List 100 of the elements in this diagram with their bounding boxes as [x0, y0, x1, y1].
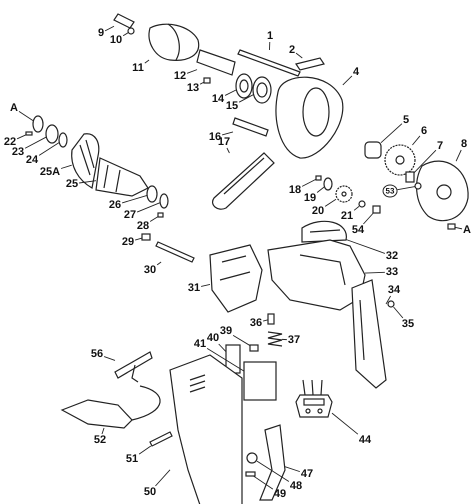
leader-line [136, 202, 160, 213]
callout-number: 24 [24, 154, 40, 166]
leader-line [414, 150, 436, 174]
cord-lead [259, 424, 286, 501]
bearing [252, 76, 272, 104]
callout-number: 19 [302, 192, 318, 204]
terminal [447, 223, 456, 230]
leader-line [138, 446, 152, 455]
leader-line [18, 110, 34, 122]
callout-number: 1 [266, 30, 274, 42]
bushing [372, 205, 381, 214]
callout-number: 15 [224, 100, 240, 112]
washer [127, 27, 135, 35]
leader-line [226, 148, 230, 154]
callout-number: 47 [300, 468, 314, 480]
long-screw [155, 241, 195, 263]
callout-number: 34 [386, 284, 402, 296]
leader-line [262, 319, 268, 322]
leader-line [364, 272, 386, 274]
callout-number: 44 [358, 434, 372, 446]
callout-number: A [9, 102, 19, 114]
bolt [113, 13, 135, 29]
gear [335, 185, 353, 203]
leader-line [380, 123, 402, 144]
callout-number: 29 [120, 236, 136, 248]
leader-line [456, 150, 462, 162]
leader-line [78, 180, 96, 184]
screw [141, 233, 151, 241]
leader-line [253, 476, 274, 490]
leader-line [150, 216, 158, 222]
leader-line [122, 32, 128, 36]
callout-number: 16 [208, 131, 222, 143]
end-cover [416, 160, 469, 222]
leader-line [332, 412, 358, 435]
callout-number: 31 [186, 282, 202, 294]
leader-line [218, 344, 226, 352]
callout-number: 56 [90, 348, 104, 360]
bearing [323, 177, 333, 191]
spring [267, 331, 283, 347]
callout-number: 28 [136, 220, 150, 232]
housing-cap [301, 220, 347, 243]
leader-line [346, 239, 386, 254]
brush [267, 313, 275, 325]
switch-assembly [295, 379, 333, 418]
callout-number: 39 [218, 325, 234, 337]
callout-number: 27 [122, 209, 138, 221]
callout-number: 2 [288, 44, 296, 56]
callout-number: 5 [402, 114, 410, 126]
callout-number: 26 [108, 199, 122, 211]
screw [232, 117, 269, 137]
key [203, 77, 211, 84]
spindle [196, 49, 236, 76]
leader-line [316, 186, 324, 193]
leader-line [222, 131, 234, 136]
callout-number: 25 [64, 178, 80, 190]
chuck [148, 24, 200, 61]
callout-number: 51 [124, 453, 140, 465]
leader-line [238, 94, 254, 103]
leader-line [342, 76, 352, 86]
leader-line [200, 284, 210, 287]
callout-number: 52 [92, 434, 108, 446]
callout-number: 25A [38, 166, 62, 178]
callout-number: 12 [172, 70, 188, 82]
handle-half [169, 354, 243, 504]
leader-line [282, 338, 288, 340]
leader-line [412, 135, 420, 146]
leader-line [24, 136, 46, 149]
callout-number: 6 [420, 125, 428, 137]
bearing [45, 124, 59, 144]
leader-line [102, 428, 104, 434]
bearing [235, 73, 253, 99]
leader-line [386, 296, 392, 305]
gear [384, 144, 416, 176]
callout-number: 35 [400, 318, 416, 330]
leader-line [397, 186, 416, 190]
callout-number: 37 [286, 334, 302, 346]
shaft [405, 171, 415, 183]
leader-line [134, 238, 142, 240]
callout-number: 8 [460, 138, 468, 150]
key [157, 212, 164, 218]
leader-line [256, 460, 290, 482]
leader-line [144, 60, 150, 64]
leader-line [362, 212, 374, 224]
bearing [146, 185, 158, 203]
plug-and-cord [60, 385, 161, 429]
callout-number: 50 [142, 486, 158, 498]
key [315, 175, 322, 181]
leader-line [104, 26, 114, 32]
side-handle [212, 152, 275, 210]
bearing [32, 115, 44, 133]
leader-line [104, 356, 116, 361]
callout-number: 49 [272, 488, 288, 500]
callout-number: 10 [108, 34, 124, 46]
leader-line [324, 198, 336, 207]
washer [414, 182, 422, 190]
leader-line [156, 262, 162, 266]
callout-number: 41 [192, 338, 208, 350]
leader-line [154, 469, 170, 486]
chuck-key [114, 351, 153, 382]
leader-line [38, 142, 60, 156]
